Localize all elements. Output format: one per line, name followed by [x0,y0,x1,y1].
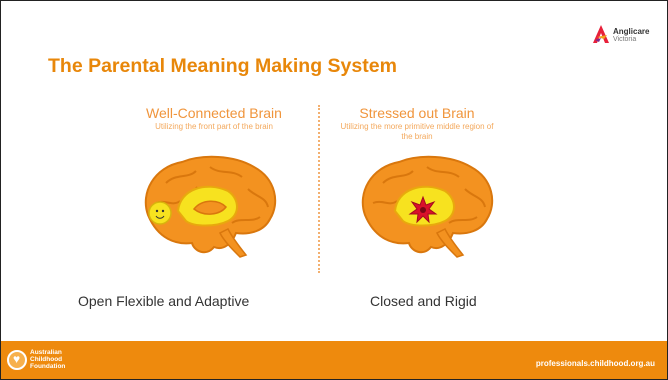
well-connected-panel: Well-Connected Brain Utilizing the front… [114,105,314,132]
slide-title: The Parental Meaning Making System [48,55,397,77]
footer-bar: ♥ Australian Childhood Foundation profes… [1,341,667,379]
logo-subname: Victoria [613,36,637,43]
panel-title-left: Well-Connected Brain [146,105,282,121]
well-connected-brain-image [144,155,277,258]
footer-url[interactable]: professionals.childhood.org.au [535,359,655,368]
panel-subtitle-right: Utilizing the more primitive middle regi… [340,122,494,141]
caption-right: Closed and Rigid [370,293,477,309]
stressed-panel: Stressed out Brain Utilizing the more pr… [317,105,517,142]
anglicare-logo: Anglicare Victoria [591,23,655,49]
logo-name: Anglicare [613,27,650,36]
dotted-divider [318,105,320,273]
caption-left: Open Flexible and Adaptive [78,293,250,309]
org-line-1: Australian [30,349,62,356]
acf-org-name: Australian Childhood Foundation [30,349,65,370]
panel-subtitle-left: Utilizing the front part of the brain [155,122,273,131]
sun-face-icon [148,201,172,225]
acf-heart-icon: ♥ [7,350,27,370]
stressed-brain-image [361,155,494,258]
org-line-3: Foundation [30,363,66,370]
org-line-2: Childhood [30,356,63,363]
anglicare-logo-icon [593,25,609,43]
panel-title-right: Stressed out Brain [359,105,475,121]
